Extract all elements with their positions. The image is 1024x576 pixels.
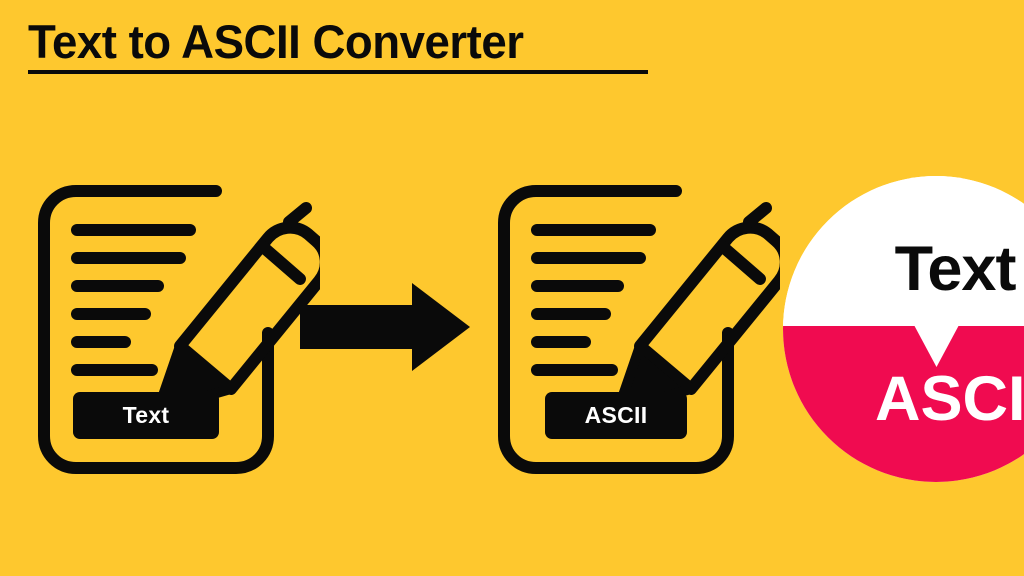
logo-label-text: Text [894, 234, 1017, 304]
logo-top-half [783, 176, 1024, 326]
page-header: Text to ASCII Converter [28, 14, 653, 74]
badge-target-ascii: ASCII [545, 392, 687, 439]
logo-chevron-down-icon [914, 325, 959, 367]
badge-source-text: Text [73, 392, 219, 439]
title-underline-rule [28, 70, 648, 74]
logo-bottom-half [783, 326, 1024, 482]
page-title: Text to ASCII Converter [28, 15, 524, 68]
logo-label-ascii: ASCII [874, 364, 1024, 434]
arrow-right-icon [300, 283, 470, 371]
brand-circle-logo: Text ASCII [783, 176, 1024, 482]
